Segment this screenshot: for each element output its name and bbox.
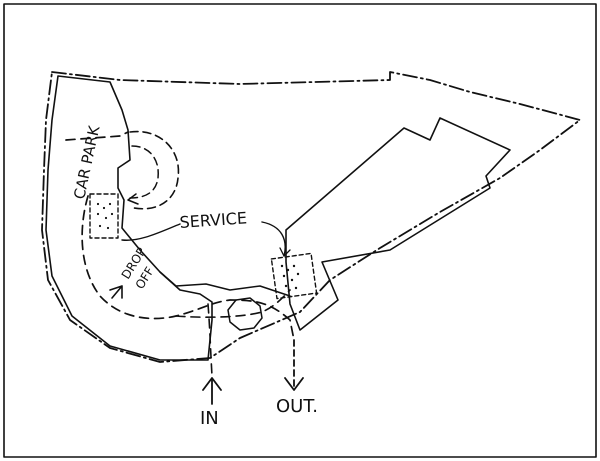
front-wall [159, 271, 291, 297]
site-boundary [41, 71, 581, 363]
service-zone-left-dots [96, 202, 114, 230]
vehicle-route-lower [207, 303, 213, 377]
service-zone-left [89, 193, 119, 239]
car-park-inner-arc [129, 145, 159, 199]
service-leader-right [261, 221, 286, 257]
vehicle-route-main [81, 195, 295, 341]
entry-arrow-in-icon [202, 377, 222, 405]
vehicle-route-outer [65, 131, 129, 141]
service-label: SERVICE [179, 208, 248, 232]
service-zone-right [270, 252, 318, 300]
exit-arrow-out-icon [284, 339, 304, 391]
car-park-arc [129, 130, 180, 210]
in-label: IN [200, 408, 219, 429]
service-leader-left [121, 223, 181, 241]
drop-off-arrow-icon [109, 285, 123, 299]
arc-arrow-icon [127, 193, 139, 205]
car-park-label: CAR PARK [70, 123, 103, 201]
octagon-feature [227, 297, 263, 331]
right-building-outline [285, 117, 511, 331]
service-leader-right-arrow-icon [279, 247, 291, 257]
out-label: OUT. [276, 396, 318, 417]
picture-frame [3, 3, 597, 458]
main-building-outline [45, 75, 213, 361]
service-zone-right-dots [280, 264, 300, 290]
